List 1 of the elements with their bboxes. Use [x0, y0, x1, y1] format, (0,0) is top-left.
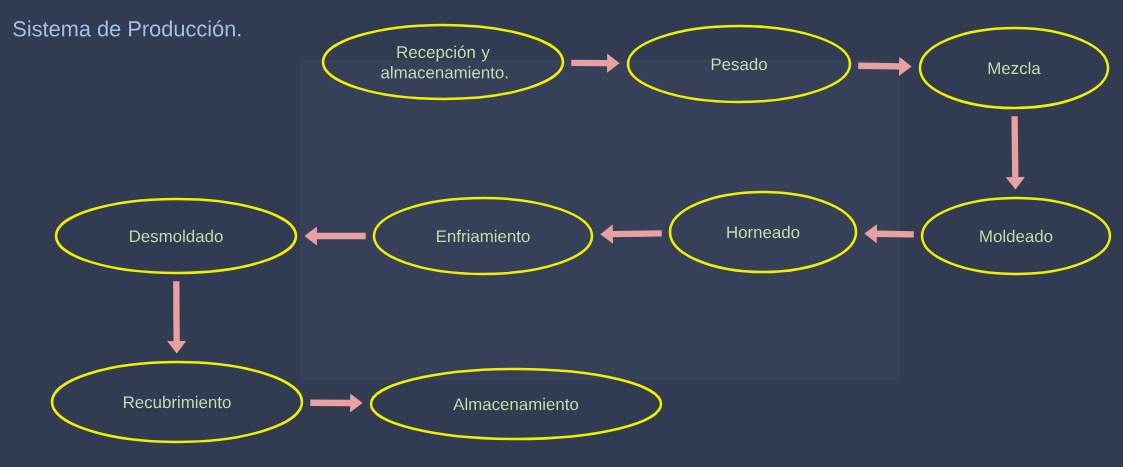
title: Sistema de Producción. [13, 20, 241, 37]
